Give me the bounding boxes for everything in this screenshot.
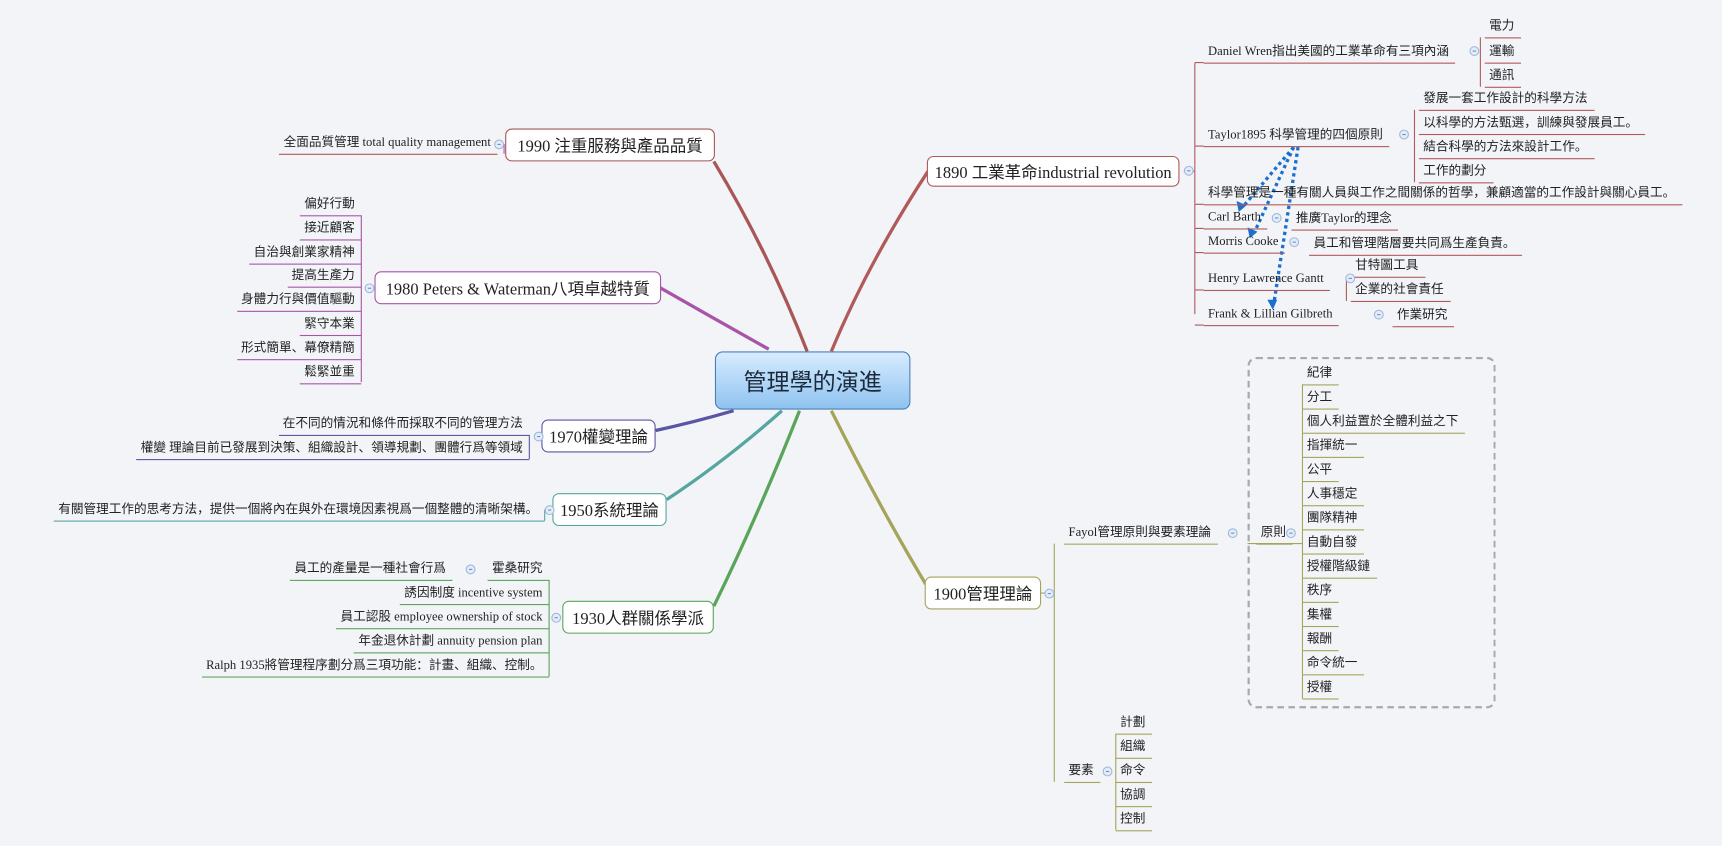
collapse-icon[interactable] (551, 612, 562, 623)
subtopic-b1890-taylor-items-3[interactable]: 工作的劃分 (1418, 164, 1494, 184)
collapse-icon[interactable] (364, 283, 375, 294)
subtopic-b1890-barth[interactable]: Carl Barth (1203, 210, 1268, 230)
collapse-icon[interactable] (1285, 528, 1296, 539)
subtopic-b1900-principle-items-9[interactable]: 秩序 (1302, 583, 1339, 603)
subtopic-b1980-items-5[interactable]: 緊守本業 (299, 316, 362, 337)
subtopic-b1980-items-6[interactable]: 形式簡單、幕僚精簡 (236, 340, 362, 360)
subtopic-b1890-barth-item[interactable]: 推廣Taylor的理念 (1291, 211, 1399, 231)
subtopic-b1890-wren-items-2[interactable]: 通訊 (1484, 68, 1522, 88)
subtopic-b1900-principle-items-7[interactable]: 自動自發 (1302, 535, 1364, 555)
subtopic-b1930-items-2[interactable]: 員工認股 employee ownership of stock (336, 610, 550, 630)
subtopic-b1980-items-0[interactable]: 偏好行動 (299, 197, 362, 217)
subtopic-b1900-elements[interactable]: 要素 (1064, 763, 1101, 784)
subtopic-b1900-element-items-2[interactable]: 命令 (1115, 763, 1153, 784)
subtopic-b1930-items-0[interactable]: 員工的產量是一種社會行爲 (289, 561, 453, 581)
subtopic-b1890-gilbreth-item[interactable]: 作業研究 (1392, 307, 1455, 328)
subtopic-b1890-taylor-items-1[interactable]: 以科學的方法甄選，訓練與發展員工。 (1418, 115, 1645, 136)
subtopic-b1890-gantt-items-1[interactable]: 企業的社會責任 (1350, 282, 1451, 303)
subtopic-b1890-wren[interactable]: Daniel Wren指出美國的工業革命有三項內涵 (1203, 44, 1456, 64)
subtopic-b1980-items-1[interactable]: 接近顧客 (299, 221, 362, 241)
subtopic-b1900-element-items-1[interactable]: 組織 (1115, 739, 1153, 759)
subtopic-b1890-taylor-items-2[interactable]: 結合科學的方法來設計工作。 (1418, 139, 1595, 160)
subtopic-b1890-wren-items-0[interactable]: 電力 (1484, 19, 1522, 39)
subtopic-b1980-items-2[interactable]: 自治與創業家精神 (249, 244, 362, 265)
collapse-icon[interactable] (1469, 46, 1480, 57)
subtopic-b1900-principle-items-3[interactable]: 指揮統一 (1302, 438, 1364, 458)
collapse-icon[interactable] (1044, 588, 1055, 599)
subtopic-b1900-fayol[interactable]: Fayol管理原則與要素理論 (1064, 525, 1218, 545)
topic-1990[interactable]: 1990 注重服務與產品品質 (505, 128, 715, 162)
collapse-icon[interactable] (1345, 273, 1356, 284)
subtopic-b1930-hawthorne[interactable]: 霍桑研究 (487, 561, 550, 581)
subtopic-b1890-cooke-item[interactable]: 員工和管理階層要共同爲生產負責。 (1309, 236, 1523, 256)
subtopic-b1950-items-0[interactable]: 有關管理工作的思考方法，提供一個將內在與外在環境因素視爲一個整體的清晰架構。 (53, 502, 545, 522)
collapse-icon[interactable] (1227, 528, 1238, 539)
collapse-icon[interactable] (465, 564, 476, 575)
central-topic[interactable]: 管理學的演進 (714, 351, 911, 410)
subtopic-b1890-philosophy[interactable]: 科學管理是一種有關人員與工作之間關係的哲學，兼顧適當的工作設計與關心員工。 (1203, 186, 1682, 206)
collapse-icon[interactable] (1373, 309, 1384, 320)
subtopic-b1970-items-1[interactable]: 權變 理論目前已發展到決策、組織設計、領導規劃、團體行爲等領域 (136, 440, 530, 461)
collapse-icon[interactable] (544, 505, 555, 516)
topic-1970[interactable]: 1970權變理論 (541, 419, 656, 453)
subtopic-b1900-principle-items-8[interactable]: 授權階級鏈 (1302, 559, 1377, 579)
subtopic-b1900-principles[interactable]: 原則 (1256, 525, 1293, 545)
topic-1900[interactable]: 1900管理理論 (924, 576, 1042, 610)
subtopic-b1900-principle-items-2[interactable]: 個人利益置於全體利益之下 (1302, 414, 1465, 434)
collapse-icon[interactable] (1399, 129, 1409, 140)
subtopic-b1930-items-3[interactable]: 年金退休計劃 annuity pension plan (353, 634, 550, 654)
subtopic-b1990-items-0[interactable]: 全面品質管理 total quality management (279, 135, 498, 155)
subtopic-b1900-principle-items-12[interactable]: 命令統一 (1302, 656, 1364, 676)
topic-1980[interactable]: 1980 Peters & Waterman八項卓越特質 (374, 271, 662, 305)
subtopic-b1980-items-4[interactable]: 身體力行與價值驅動 (236, 292, 362, 313)
collapse-icon[interactable] (533, 431, 544, 442)
subtopic-b1890-gilbreth[interactable]: Frank & Lillian Gilbreth (1203, 306, 1340, 327)
subtopic-b1930-items-4[interactable]: Ralph 1935將管理程序劃分爲三項功能：計畫、組織、控制。 (201, 658, 550, 678)
subtopic-b1980-items-7[interactable]: 鬆緊並重 (299, 364, 362, 384)
subtopic-b1900-principle-items-13[interactable]: 授權 (1302, 680, 1339, 700)
subtopic-b1900-element-items-4[interactable]: 控制 (1115, 812, 1153, 832)
collapse-icon[interactable] (494, 139, 505, 150)
subtopic-b1900-principle-items-11[interactable]: 報酬 (1302, 631, 1339, 652)
subtopic-b1890-taylor[interactable]: Taylor1895 科學管理的四個原則 (1203, 127, 1390, 148)
subtopic-b1900-element-items-0[interactable]: 計劃 (1115, 715, 1153, 735)
collapse-icon[interactable] (1271, 213, 1282, 223)
subtopic-b1890-wren-items-1[interactable]: 運輸 (1484, 43, 1522, 64)
subtopic-b1930-items-1[interactable]: 誘因制度 incentive system (399, 585, 550, 606)
subtopic-b1900-principle-items-10[interactable]: 集權 (1302, 607, 1339, 628)
subtopic-b1900-principle-items-0[interactable]: 紀律 (1302, 366, 1339, 386)
topic-1890[interactable]: 1890 工業革命industrial revolution (926, 155, 1180, 187)
subtopic-b1890-taylor-items-0[interactable]: 發展一套工作設計的科學方法 (1418, 91, 1595, 111)
principles-boundary (1247, 356, 1496, 709)
collapse-icon[interactable] (1102, 766, 1113, 777)
subtopic-b1890-gantt-items-0[interactable]: 甘特圖工具 (1350, 258, 1425, 278)
subtopic-b1900-principle-items-5[interactable]: 人事穩定 (1302, 487, 1364, 507)
subtopic-b1980-items-3[interactable]: 提高生產力 (287, 268, 362, 289)
subtopic-b1900-principle-items-1[interactable]: 分工 (1302, 390, 1339, 410)
subtopic-b1970-items-0[interactable]: 在不同的情況和條件而採取不同的管理方法 (278, 416, 530, 436)
subtopic-b1900-principle-items-4[interactable]: 公平 (1302, 462, 1339, 483)
collapse-icon[interactable] (1289, 237, 1300, 248)
collapse-icon[interactable] (1183, 165, 1194, 176)
topic-1930[interactable]: 1930人群關係學派 (562, 600, 714, 634)
subtopic-b1900-element-items-3[interactable]: 協調 (1115, 787, 1153, 808)
subtopic-b1890-cooke[interactable]: Morris Cooke (1203, 234, 1286, 254)
subtopic-b1890-gantt[interactable]: Henry Lawrence Gantt (1203, 271, 1331, 292)
subtopic-b1900-principle-items-6[interactable]: 團隊精神 (1302, 511, 1364, 531)
topic-1950[interactable]: 1950系統理論 (552, 493, 667, 527)
